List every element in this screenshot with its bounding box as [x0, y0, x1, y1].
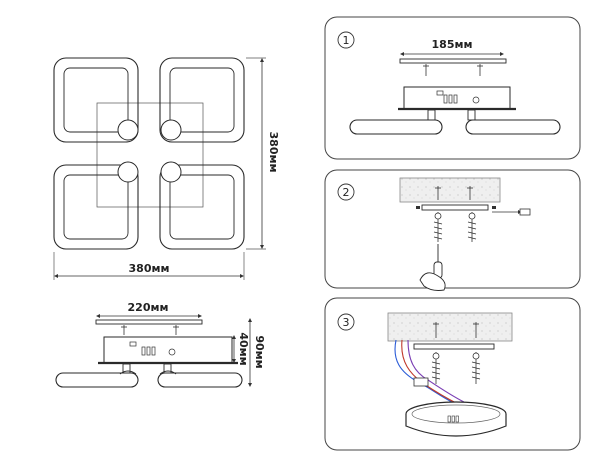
width-dimension-label: 380мм — [129, 262, 170, 275]
step-3-panel: 3 — [324, 297, 581, 451]
side-view: 220мм 40мм 90мм — [55, 301, 266, 388]
height-dimension-label: 380мм — [267, 132, 280, 173]
step-2-panel: 2 — [324, 169, 581, 291]
top-view: 380мм 380мм — [53, 57, 280, 280]
step-2-number: 2 — [343, 186, 350, 199]
step-1-panel: 1 185мм — [324, 16, 581, 160]
joint-balls — [117, 119, 182, 183]
arm-loops — [53, 57, 245, 250]
height-40-label: 40мм — [237, 332, 250, 365]
step-1-dimension-label: 185мм — [432, 38, 473, 51]
height-90-label: 90мм — [253, 335, 266, 368]
step-1-number: 1 — [343, 34, 350, 47]
plate-dimension-label: 220мм — [128, 301, 169, 314]
step-3-number: 3 — [343, 316, 350, 329]
screwdriver — [419, 244, 446, 291]
